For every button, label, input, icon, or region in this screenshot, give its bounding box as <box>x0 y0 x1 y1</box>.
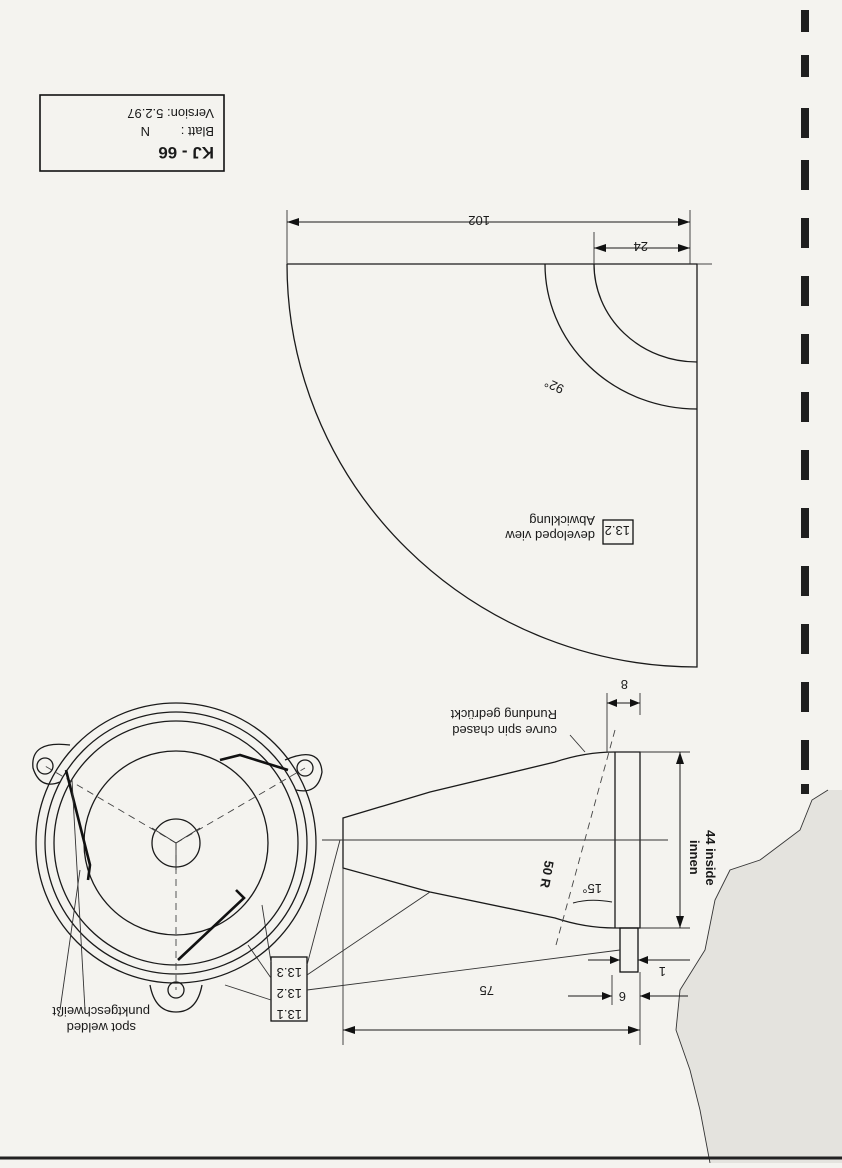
spot-weld-strut-left <box>64 769 92 881</box>
front-view <box>32 702 323 1013</box>
dim-102-text: 102 <box>468 213 490 228</box>
sheet-label: Blatt : <box>181 124 214 139</box>
curve-note: curve spin chased Rundung gedrückt <box>450 707 557 738</box>
developed-label-en: developed view <box>505 528 595 543</box>
spot-weld-strut-top <box>219 753 289 772</box>
binder-holes <box>801 10 809 794</box>
spot-weld-strut-bottom <box>177 889 246 961</box>
dim-1-text: 1 <box>659 964 666 979</box>
dim-102-arrow-left <box>287 218 299 226</box>
paper-edge <box>675 789 829 1164</box>
mount-hole-top-left <box>36 757 54 775</box>
dim-8-text: 8 <box>621 677 628 692</box>
developed-view: 92° 13.2 developed view Abwicklung 102 2… <box>286 210 712 668</box>
hub-cross-2 <box>151 827 177 844</box>
angle-text: 15° <box>582 881 602 896</box>
dim-102-arrow-right <box>678 218 690 226</box>
part-leader-4 <box>224 984 272 1001</box>
radius-text: 50 R <box>537 859 557 889</box>
dim-75-text: 75 <box>480 983 494 998</box>
part-label-3: 13.3 <box>277 965 302 980</box>
part-leader-6 <box>261 904 272 963</box>
curve-note-en: curve spin chased <box>452 723 557 738</box>
dim-24-arrow-left <box>594 244 606 252</box>
developed-label-de: Abwicklung <box>529 513 595 528</box>
mount-hole-top-right <box>296 759 314 777</box>
hub-cross-1 <box>175 827 201 844</box>
dim-8-arrow-left <box>607 699 617 707</box>
part-leader-2 <box>306 891 431 976</box>
dim-75-arrow-right <box>628 1026 640 1034</box>
part-leader-3 <box>306 839 341 966</box>
radius-line <box>555 729 616 946</box>
angle-arc <box>572 899 613 904</box>
version-label: Version: 5.2.97 <box>127 106 214 121</box>
flange-ring <box>44 711 308 975</box>
developed-angle: 92° <box>542 375 566 397</box>
weld-note-en: spot welded <box>67 1020 136 1035</box>
weld-note-de: punktgeschweißt <box>52 1004 150 1019</box>
cone-lip <box>619 927 639 973</box>
dim-6-arrow-left <box>602 992 612 1000</box>
dim-8-arrow-right <box>630 699 640 707</box>
dim-44-text-en: 44 inside <box>703 830 718 886</box>
dim-44-arrow-bottom <box>676 916 684 928</box>
ref-box-13-2 <box>602 519 634 545</box>
part-label-1: 13.1 <box>277 1007 302 1022</box>
part-leader-1 <box>306 949 621 991</box>
part-reference-box: 13.1 13.2 13.3 <box>224 839 621 1022</box>
ref-13-2: 13.2 <box>605 523 630 538</box>
dim-24-text: 24 <box>634 239 648 254</box>
dim-44-text-de: innen <box>687 840 702 875</box>
drawing-number: KJ - 66 <box>158 143 214 162</box>
center-line-top-left <box>44 765 177 844</box>
dim-1-arrow-right <box>638 956 648 964</box>
inner-arc-large <box>544 263 698 410</box>
dim-6-text: 6 <box>619 989 626 1004</box>
dim-1-arrow-left <box>610 956 620 964</box>
dim-6-arrow-right <box>640 992 650 1000</box>
dim-44-arrow-top <box>676 752 684 764</box>
flange-outer <box>35 702 317 984</box>
curve-note-de: Rundung gedrückt <box>450 707 557 722</box>
weld-note: spot welded punktgeschweißt <box>52 1004 150 1035</box>
center-line-top-right <box>175 767 306 844</box>
title-block: KJ - 66 Blatt : N Version: 5.2.97 <box>39 94 225 172</box>
part-box-frame <box>270 956 308 1022</box>
dim-24-arrow-right <box>678 244 690 252</box>
title-block-frame <box>39 94 225 172</box>
inner-arc-small <box>593 263 698 363</box>
weld-leader-2 <box>71 779 86 1011</box>
curve-note-leader <box>569 734 586 753</box>
dim-75-arrow-left <box>343 1026 355 1034</box>
mount-ear-bottom <box>149 984 203 1013</box>
sector-outline <box>286 263 698 668</box>
part-label-2: 13.2 <box>277 986 302 1001</box>
weld-leader-1 <box>59 869 81 1011</box>
mount-ear-top-left <box>32 743 71 785</box>
torn-edge <box>676 790 842 1163</box>
sheet-value: N <box>141 124 150 139</box>
developed-view-label: 13.2 developed view Abwicklung <box>505 513 634 545</box>
mount-ear-top-right <box>284 754 323 792</box>
side-view: 44 inside innen 8 curve spin chased Rund… <box>322 677 718 1045</box>
